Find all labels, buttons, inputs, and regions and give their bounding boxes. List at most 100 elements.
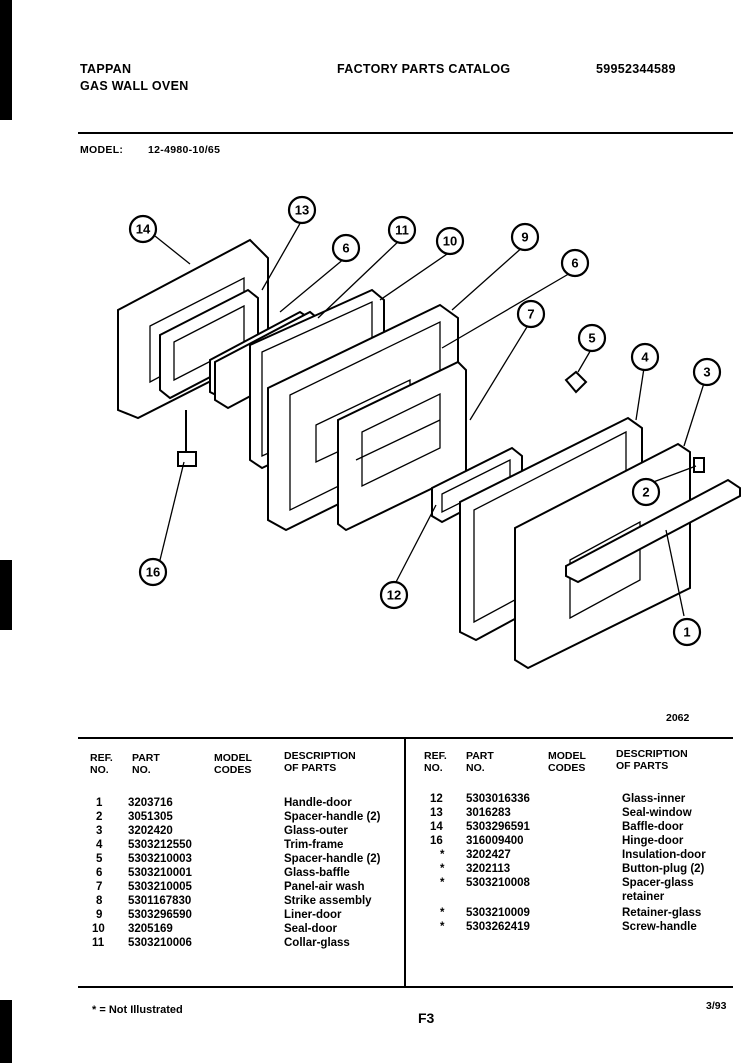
- exploded-door-diagram: 14 13 6 11 10 9 6 7 5 4 3 2 12 16 1: [117, 195, 741, 670]
- table-row: 13: [430, 807, 443, 819]
- svg-text:11: 11: [395, 223, 409, 238]
- page-code: F3: [418, 1010, 435, 1026]
- svg-text:6: 6: [342, 241, 349, 256]
- callout-1: 1: [672, 617, 702, 647]
- catalog-title: FACTORY PARTS CATALOG: [337, 62, 511, 76]
- table-row: 12: [430, 793, 443, 805]
- revision-date: 3/93: [706, 1000, 727, 1012]
- part-description: Screw-handle: [622, 921, 697, 933]
- part-description: Collar-glass: [284, 937, 350, 949]
- header-description-left: DESCRIPTION OF PARTS: [284, 750, 356, 774]
- callout-3: 3: [692, 357, 722, 387]
- callout-12: 12: [379, 580, 409, 610]
- callout-10: 10: [435, 226, 465, 256]
- part-description: Spacer-handle (2): [284, 811, 381, 823]
- svg-text:1: 1: [683, 625, 690, 640]
- spacer-handle-part: [693, 457, 705, 473]
- table-row: 2: [96, 811, 103, 823]
- table-row: 5: [96, 853, 103, 865]
- part-number: 3202420: [128, 825, 173, 837]
- model-number: 12-4980-10/65: [148, 144, 221, 156]
- not-illustrated-note: * = Not Illustrated: [92, 1004, 183, 1016]
- part-number: 3202427: [466, 849, 511, 861]
- table-row: *: [440, 863, 445, 875]
- svg-text:6: 6: [571, 256, 578, 271]
- table-row: 1: [96, 797, 103, 809]
- part-description: Strike assembly: [284, 895, 372, 907]
- model-label: MODEL:: [80, 144, 124, 156]
- part-number: 3205169: [128, 923, 173, 935]
- part-description: Glass-baffle: [284, 867, 350, 879]
- part-number: 316009400: [466, 835, 524, 847]
- table-row: 3: [96, 825, 103, 837]
- part-description: Insulation-door: [622, 849, 706, 861]
- part-description: Hinge-door: [622, 835, 684, 847]
- callout-5: 5: [577, 323, 607, 353]
- callout-4: 4: [630, 342, 660, 372]
- callout-6-b: 6: [560, 248, 590, 278]
- part-number: 5303212550: [128, 839, 192, 851]
- svg-text:16: 16: [146, 565, 160, 580]
- svg-text:4: 4: [641, 350, 649, 365]
- part-number: 5301167830: [128, 895, 192, 907]
- part-number: 3202113: [466, 863, 511, 875]
- svg-text:9: 9: [521, 230, 528, 245]
- header-model-codes-right: MODEL CODES: [548, 750, 586, 774]
- svg-text:3: 3: [703, 365, 710, 380]
- product-name: GAS WALL OVEN: [80, 79, 189, 93]
- part-number: 5303262419: [466, 921, 530, 933]
- svg-text:14: 14: [136, 222, 151, 237]
- table-bottom-rule: [78, 986, 733, 988]
- part-number: 3051305: [128, 811, 173, 823]
- part-description: retainer: [622, 891, 665, 903]
- part-description: Panel-air wash: [284, 881, 365, 893]
- part-description: Glass-outer: [284, 825, 348, 837]
- callout-14: 14: [128, 214, 158, 244]
- table-row: *: [440, 849, 445, 861]
- callout-16: 16: [138, 557, 168, 587]
- svg-text:10: 10: [443, 234, 457, 249]
- part-description: Spacer-handle (2): [284, 853, 381, 865]
- callout-7: 7: [516, 299, 546, 329]
- table-row: *: [440, 921, 445, 933]
- part-description: Spacer-glass: [622, 877, 694, 889]
- table-row: 6: [96, 867, 103, 879]
- header-part-no-right: PART NO.: [466, 750, 494, 774]
- callout-9: 9: [510, 222, 540, 252]
- brand-name: TAPPAN: [80, 62, 132, 76]
- table-row: *: [440, 907, 445, 919]
- svg-text:12: 12: [387, 588, 401, 603]
- svg-text:2: 2: [642, 485, 649, 500]
- table-row: 16: [430, 835, 443, 847]
- leader-lines: [154, 219, 706, 617]
- callout-2: 2: [631, 477, 661, 507]
- header-rule: [78, 132, 733, 134]
- part-description: Baffle-door: [622, 821, 684, 833]
- table-row: 4: [96, 839, 103, 851]
- part-number: 5303296590: [128, 909, 192, 921]
- scan-edge: [0, 0, 18, 1063]
- part-number: 5303210003: [128, 853, 192, 865]
- header-model-codes-left: MODEL CODES: [214, 752, 252, 776]
- part-description: Glass-inner: [622, 793, 686, 805]
- part-description: Seal-door: [284, 923, 338, 935]
- table-row: 14: [430, 821, 443, 833]
- figure-number: 2062: [666, 712, 690, 724]
- header-ref-no-right: REF. NO.: [424, 750, 447, 774]
- spacer-part: [564, 370, 588, 394]
- table-row: 8: [96, 895, 103, 907]
- callout-11: 11: [387, 215, 417, 245]
- header-description-right: DESCRIPTION OF PARTS: [616, 748, 688, 772]
- handle-door-part: [565, 478, 741, 584]
- hinge-door-part: [177, 410, 197, 467]
- part-number: 5303210005: [128, 881, 192, 893]
- part-number: 3016283: [466, 807, 511, 819]
- part-number: 5303210006: [128, 937, 192, 949]
- table-row: 9: [96, 909, 103, 921]
- part-description: Button-plug (2): [622, 863, 705, 875]
- svg-text:7: 7: [527, 307, 534, 322]
- svg-text:5: 5: [588, 331, 595, 346]
- header-ref-no-left: REF. NO.: [90, 752, 113, 776]
- part-description: Seal-window: [622, 807, 692, 819]
